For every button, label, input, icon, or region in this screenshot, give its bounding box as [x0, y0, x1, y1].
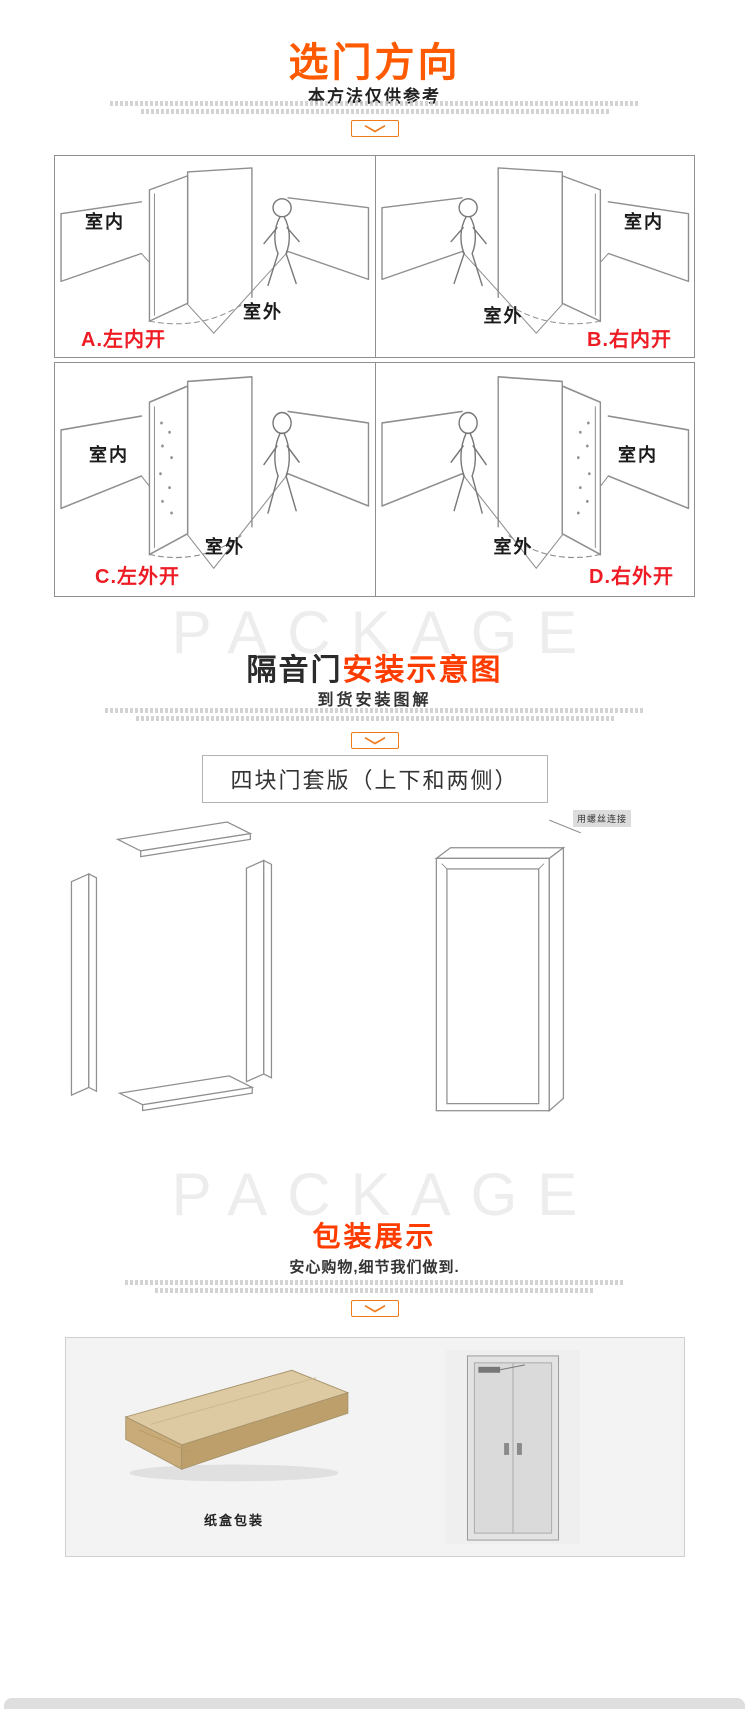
- section-divider-chevron: [350, 1300, 399, 1317]
- title-highlight: 安装示意图: [342, 654, 503, 687]
- packed-door-image: [445, 1349, 581, 1545]
- room-label-indoor: 室内: [618, 445, 658, 465]
- direction-cell-d: 室内 室外 D.右外开: [374, 363, 695, 596]
- direction-grid-bottom-row: 室内 室外 C.左外开: [54, 362, 695, 597]
- room-label-outdoor: 室外: [493, 537, 534, 557]
- room-label-indoor: 室内: [89, 445, 129, 465]
- direction-label-d: D.右外开: [589, 566, 674, 588]
- section-subtitle-installation: 到货安装图解: [317, 692, 432, 709]
- direction-cell-b: 室内 室外 B.右内开: [374, 156, 695, 357]
- door-scene-illustration: [60, 167, 370, 334]
- room-label-indoor: 室内: [624, 212, 664, 232]
- chevron-down-icon: [364, 736, 385, 744]
- fine-print-line: [124, 1280, 625, 1285]
- package-watermark: PACKAGE: [171, 599, 598, 666]
- section-title-packaging: 包装展示: [312, 1221, 437, 1252]
- direction-grid-top-row: 室内 室外 A.左内开: [54, 155, 695, 358]
- screw-connection-note: 用螺丝连接: [573, 810, 632, 827]
- fine-print-line: [104, 708, 645, 713]
- packaging-showcase-box: 纸盒包装: [65, 1337, 685, 1557]
- direction-label-a: A.左内开: [81, 329, 166, 351]
- door-frame-assembled-illustration: [434, 846, 566, 1113]
- room-label-outdoor: 室外: [483, 306, 524, 326]
- direction-label-c: C.左外开: [95, 566, 180, 588]
- frame-parts-caption: 四块门套版（上下和两侧）: [201, 755, 548, 803]
- section-divider-chevron: [350, 120, 399, 137]
- door-frame-exploded-illustration: [70, 821, 273, 1112]
- room-label-indoor: 室内: [85, 212, 125, 232]
- chevron-down-icon: [364, 1304, 385, 1312]
- fine-print-line: [140, 109, 609, 114]
- fine-print-line: [109, 101, 640, 106]
- carton-package-label: 纸盒包装: [203, 1513, 264, 1528]
- door-scene-illustration: [380, 376, 689, 570]
- direction-cell-c: 室内 室外 C.左外开: [55, 363, 375, 596]
- section-divider-chevron: [350, 732, 399, 749]
- direction-cell-a: 室内 室外 A.左内开: [55, 156, 375, 357]
- door-scene-illustration: [380, 167, 689, 334]
- room-label-outdoor: 室外: [205, 537, 245, 557]
- section-subtitle-packaging: 安心购物,细节我们做到.: [289, 1259, 460, 1276]
- fine-print-line: [135, 716, 614, 721]
- direction-label-b: B.右内开: [587, 329, 672, 351]
- chevron-down-icon: [364, 124, 385, 132]
- room-label-outdoor: 室外: [243, 302, 283, 322]
- fine-print-line: [154, 1288, 595, 1293]
- title-prefix: 隔音门: [246, 654, 343, 687]
- carton-package-image: [124, 1369, 350, 1482]
- package-watermark: PACKAGE: [171, 1161, 598, 1228]
- next-section-edge: [4, 1698, 745, 1709]
- section-title-installation: 隔音门安装示意图: [0, 645, 749, 689]
- door-scene-illustration: [60, 376, 370, 570]
- section-title-door-direction: 选门方向: [288, 41, 461, 85]
